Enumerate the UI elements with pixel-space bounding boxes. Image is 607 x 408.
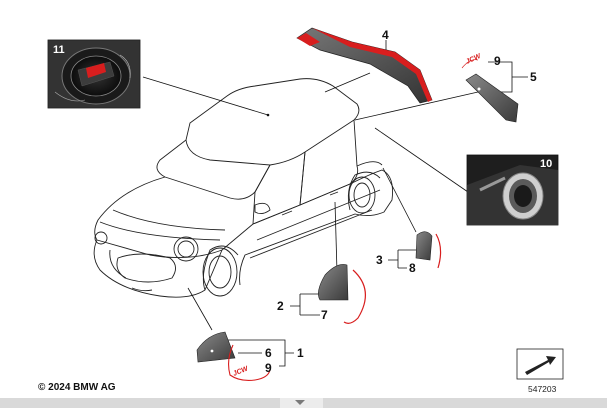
rear-trim-part: JCW [461,52,519,123]
callout-labels: 4 9 5 3 8 2 7 1 6 9 [265,28,537,375]
leader-lines [142,40,528,367]
jcw-badge-top: JCW [465,52,483,66]
scroll-down-chevron-icon[interactable] [295,400,305,405]
callout-9-top: 9 [494,54,501,68]
diagram-code: 547203 [528,384,557,394]
callout-10: 10 [540,158,552,170]
document-arrow-icon [516,348,564,380]
callout-2: 2 [277,299,284,313]
inset-fuel-cap: 11 [47,39,141,109]
callout-8: 8 [409,261,416,275]
jcw-badge-bottom: JCW [232,365,250,378]
callout-1: 1 [297,346,304,360]
callout-11: 11 [53,44,65,56]
callout-3: 3 [376,253,383,267]
callout-9-bottom: 9 [265,361,272,375]
side-flap-part [318,264,366,324]
callout-6: 6 [265,346,272,360]
callout-4: 4 [382,28,389,42]
copyright-text: © 2024 BMW AG [38,382,116,393]
inset-exhaust-tip: 10 [466,154,559,226]
callout-5: 5 [530,70,537,84]
roof-spoiler-part [296,27,433,104]
rear-flap-part [415,231,442,269]
car-outline [93,78,393,298]
callout-7: 7 [321,308,328,322]
front-flap-part: JCW [196,331,271,381]
